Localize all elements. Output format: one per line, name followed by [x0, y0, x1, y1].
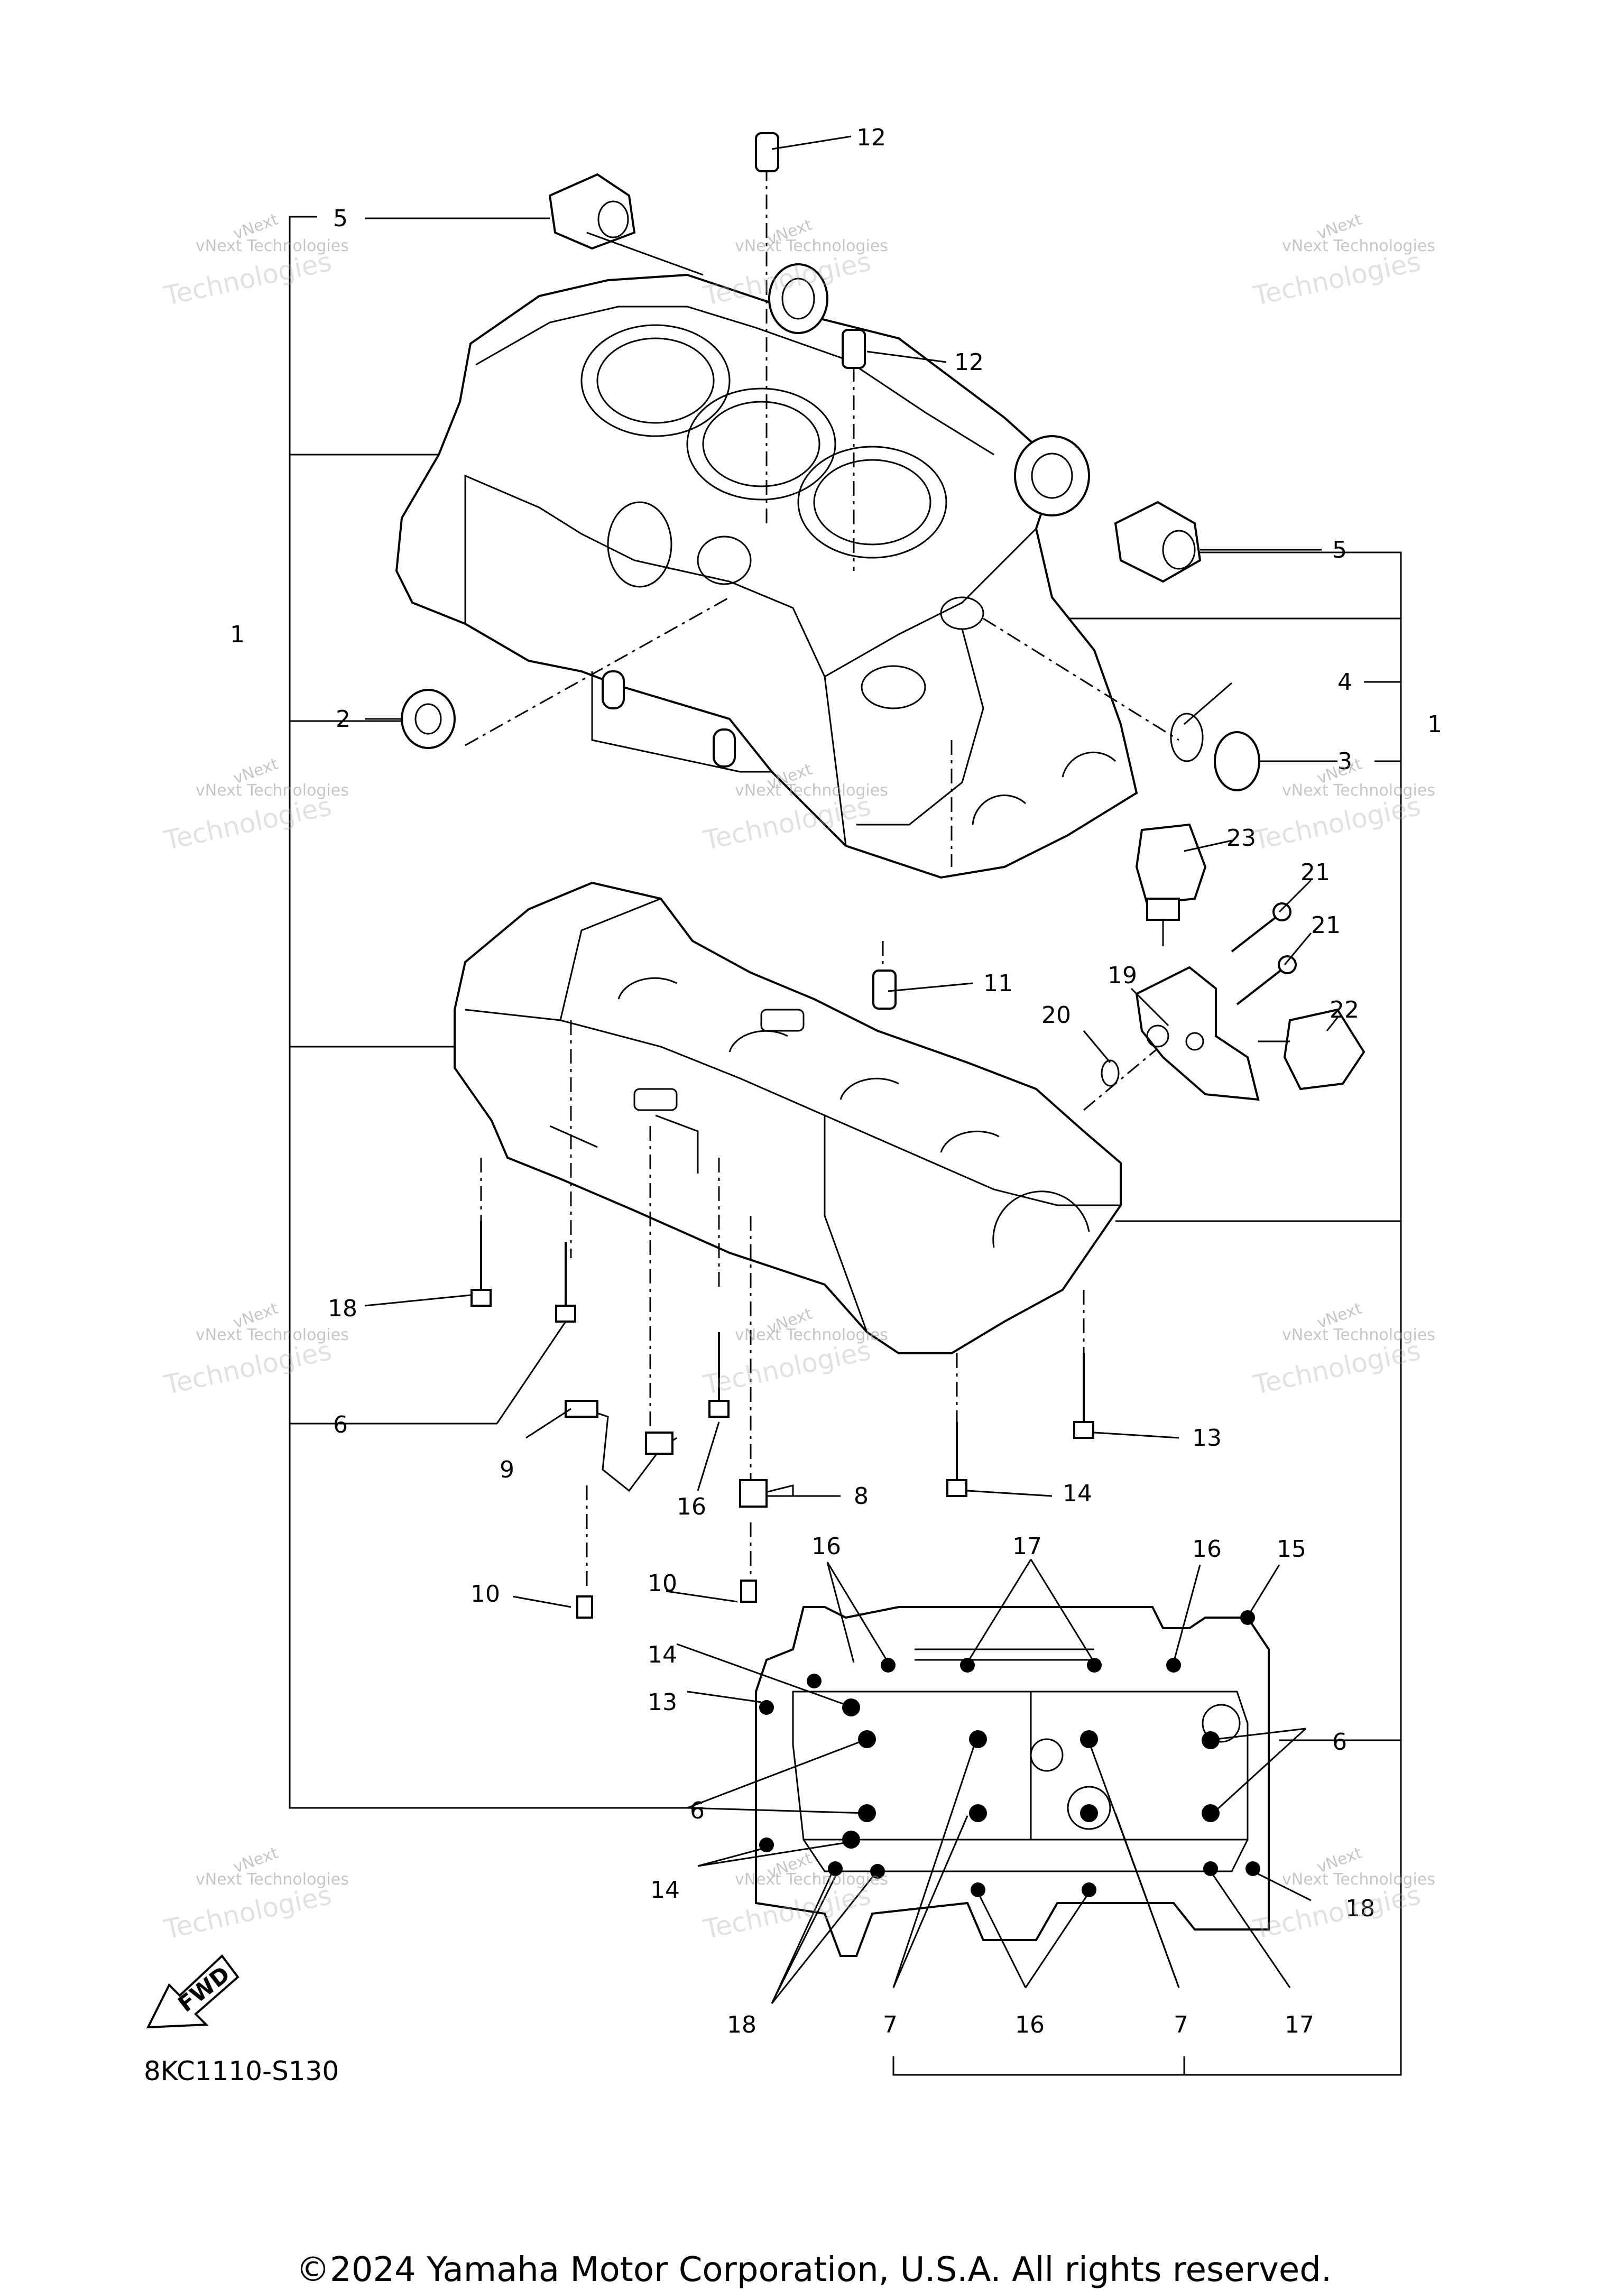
- callout-13b: 13: [648, 1689, 677, 1716]
- watermark-text: vNext Technologies: [1282, 1326, 1435, 1344]
- callout-5a: 5: [333, 205, 348, 232]
- callout-21b: 21: [1311, 912, 1341, 939]
- callout-17a: 17: [1012, 1533, 1042, 1560]
- callout-7b: 7: [1174, 2011, 1188, 2038]
- watermark-text: vNext Technologies: [196, 1326, 349, 1344]
- callout-10a: 10: [470, 1581, 500, 1608]
- watermark-text: vNext Technologies: [1282, 1870, 1435, 1889]
- watermark-text: Technologies: [1250, 1335, 1423, 1401]
- callout-4: 4: [1337, 669, 1352, 696]
- watermark-text: vNext Technologies: [1282, 237, 1435, 255]
- callout-13a: 13: [1192, 1425, 1222, 1452]
- callout-16d: 16: [1015, 2011, 1045, 2038]
- watermark-text: vNext Technologies: [196, 781, 349, 800]
- callout-14c: 14: [650, 1877, 680, 1904]
- callout-20: 20: [1041, 1002, 1071, 1029]
- oil-lines: [565, 1400, 794, 1508]
- watermark-text: Technologies: [161, 246, 334, 312]
- watermark-text: vNext Technologies: [1282, 781, 1435, 800]
- watermark-text: vNext Technologies: [196, 1870, 349, 1889]
- engine-mounts: [548, 173, 1202, 583]
- callout-6b: 6: [1332, 1729, 1347, 1756]
- callout-22: 22: [1330, 996, 1359, 1023]
- copyright-notice: ©2024 Yamaha Motor Corporation, U.S.A. A…: [296, 2250, 1332, 2289]
- watermark-text: Technologies: [1250, 246, 1423, 312]
- alignment-lines: [465, 137, 1179, 1591]
- watermark-text: vNext Technologies: [735, 781, 888, 800]
- callout-labels: 12 12 5 5 1 1 4 3 2 23 21 21 11 19 20 22…: [230, 124, 1442, 2038]
- callout-6a: 6: [333, 1411, 348, 1438]
- dowel-pins: [755, 132, 897, 1010]
- callout-21a: 21: [1300, 859, 1330, 886]
- callout-16a: 16: [677, 1493, 706, 1520]
- bolt-hole-markers: [759, 1610, 1260, 1897]
- lower-crankcase: [454, 881, 1122, 1354]
- watermark-text: vNext Technologies: [735, 1870, 888, 1889]
- callout-17b: 17: [1285, 2011, 1314, 2038]
- pressure-switches: [1135, 823, 1365, 1091]
- callout-1a: 1: [230, 621, 245, 648]
- callout-12b: 12: [954, 349, 984, 376]
- callout-18a: 18: [328, 1295, 357, 1322]
- callout-9: 9: [500, 1456, 514, 1483]
- callout-19: 19: [1108, 962, 1137, 989]
- upper-crankcase: [395, 263, 1138, 879]
- assembly-bracket-left: [289, 216, 703, 1809]
- drawing-code: 8KC1110-S130: [144, 2056, 339, 2086]
- callout-14b: 14: [648, 1641, 677, 1668]
- callout-8: 8: [854, 1483, 869, 1510]
- callout-11: 11: [983, 970, 1013, 997]
- callout-2: 2: [336, 706, 350, 733]
- callout-10b: 10: [648, 1570, 677, 1597]
- watermark-text: Technologies: [700, 1335, 873, 1401]
- watermark-text: vNext Technologies: [735, 237, 888, 255]
- watermark-text: Technologies: [1250, 1880, 1423, 1945]
- callout-7a: 7: [883, 2011, 898, 2038]
- callout-12a: 12: [856, 124, 886, 151]
- leader-lines: [364, 135, 1339, 2004]
- callout-15: 15: [1277, 1536, 1306, 1563]
- callout-16c: 16: [1192, 1536, 1222, 1563]
- callout-6c: 6: [690, 1797, 705, 1824]
- callout-18b: 18: [1345, 1895, 1375, 1922]
- watermark-text: Technologies: [161, 1880, 334, 1945]
- callout-18c: 18: [727, 2011, 756, 2038]
- watermark-text: Technologies: [161, 791, 334, 856]
- fwd-arrow-icon: FWD: [146, 1954, 239, 2029]
- bolts: [470, 902, 1297, 1619]
- callout-16b: 16: [811, 1533, 841, 1560]
- assembly-bracket-right: [892, 551, 1402, 2076]
- watermark-text: vNext Technologies: [735, 1326, 888, 1344]
- watermark-text: vNext Technologies: [196, 237, 349, 255]
- callout-5b: 5: [1332, 537, 1347, 564]
- watermark-text: Technologies: [161, 1335, 334, 1401]
- callout-23: 23: [1226, 825, 1256, 852]
- callout-3: 3: [1337, 748, 1352, 775]
- watermark-text: Technologies: [1250, 791, 1423, 856]
- oil-gallery-housing: [1135, 966, 1260, 1101]
- callout-1b: 1: [1427, 711, 1442, 738]
- callout-14a: 14: [1063, 1480, 1092, 1507]
